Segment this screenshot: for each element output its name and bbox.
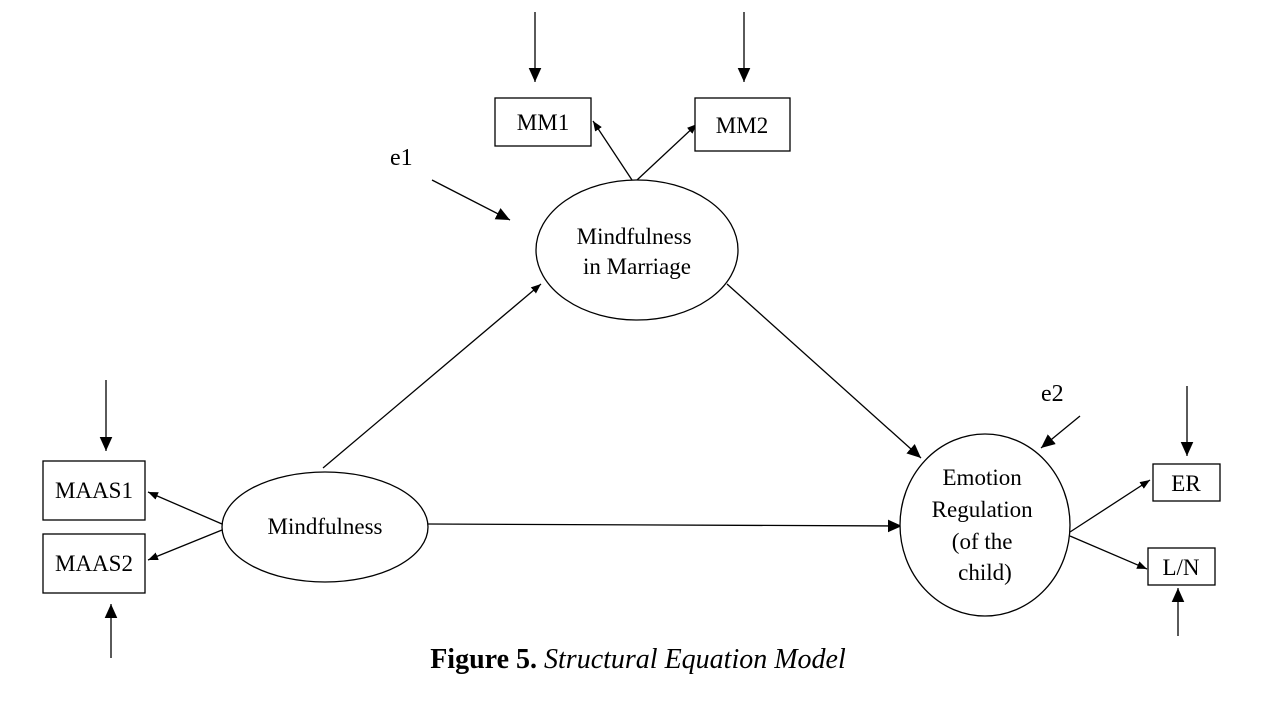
path-mindfulness-to-mim (322, 283, 542, 469)
latent-mindfulness-in-marriage: Mindfulness in Marriage (535, 179, 739, 321)
path-mindfulness-to-emotion (427, 519, 903, 533)
latent-emotion-regulation: Emotion Regulation (of the child) (899, 433, 1071, 617)
loading-mindfulness-maas2 (147, 529, 223, 561)
latent-mindfulness-label: Mindfulness (268, 514, 383, 539)
latent-emotion-label: Emotion Regulation (of the child) (932, 465, 1039, 585)
error-arrow-e2 (1040, 415, 1081, 449)
loading-mim-mm2 (636, 123, 698, 181)
loading-emotion-er (1069, 479, 1151, 533)
indicator-ln-label: L/N (1162, 555, 1199, 580)
figure-title: Structural Equation Model (544, 644, 846, 675)
indicator-er-label: ER (1171, 471, 1201, 496)
loading-mindfulness-maas1 (147, 491, 223, 525)
figure-caption: Figure 5. Structural Equation Model (0, 644, 1276, 676)
error-label-e2: e2 (1041, 381, 1064, 407)
path-mim-to-emotion (726, 283, 922, 459)
indicator-maas2-label: MAAS2 (55, 551, 133, 576)
latent-mindfulness: Mindfulness (221, 471, 429, 583)
latent-mim-label: Mindfulness in Marriage (577, 224, 698, 279)
figure-label: Figure 5. (430, 644, 538, 675)
indicator-mm2: MM2 (694, 97, 791, 152)
indicator-maas2: MAAS2 (42, 533, 146, 594)
indicator-mm1: MM1 (494, 97, 592, 147)
error-arrow-e1 (431, 179, 511, 221)
loading-mim-mm1 (592, 120, 633, 181)
indicator-mm1-label: MM1 (517, 110, 569, 135)
indicator-ln: L/N (1147, 547, 1216, 586)
indicator-mm2-label: MM2 (716, 113, 768, 138)
error-label-e1: e1 (390, 145, 413, 171)
indicator-er: ER (1152, 463, 1221, 502)
loading-emotion-ln (1069, 535, 1148, 570)
indicator-maas1: MAAS1 (42, 460, 146, 521)
indicator-maas1-label: MAAS1 (55, 478, 133, 503)
